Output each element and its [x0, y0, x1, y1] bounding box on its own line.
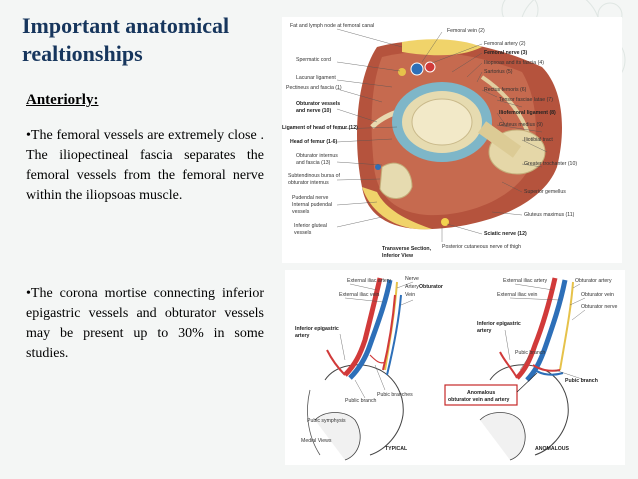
label-obturator-vein-r: Obturator vein	[581, 292, 614, 298]
label-inf-epigastric-artery-l: artery	[295, 333, 310, 339]
label-inf-epigastric-artery-r: artery	[477, 328, 492, 334]
label-lacunar-ligament: Lacunar ligament	[296, 75, 336, 81]
label-iliotibial-tract: Iliotibial tract	[524, 137, 553, 143]
label-obturator-nerve-r: Obturator nerve	[581, 304, 617, 310]
subheading-anteriorly: Anteriorly:	[26, 92, 99, 108]
label-pubic-branch-r2: Pubic branch	[565, 378, 598, 384]
label-anomalous: Anomalous	[467, 390, 495, 396]
label-pubic-branch-r1: Pubic branch	[515, 350, 545, 356]
label-spermatic-cord: Spermatic cord	[296, 57, 331, 63]
label-anomalous-caption: ANOMALOUS	[535, 446, 570, 452]
label-inferior-gluteal: Inferior gluteal	[294, 223, 327, 229]
label-ext-iliac-artery-r: External iliac artery	[503, 278, 548, 284]
label-inf-epigastric-l: Inferior epigastric	[295, 326, 339, 332]
label-pubic-branches-l: Pubic branches	[377, 392, 413, 398]
right-panel-labels: External iliac artery External iliac vei…	[448, 278, 617, 452]
hip-section-illustration: Fat and lymph node at femoral canal Sper…	[282, 23, 577, 259]
label-inf-epigastric-r: Inferior epigastric	[477, 321, 521, 327]
label-public-branch-l: Public branch	[345, 398, 377, 404]
label-vessels: vessels	[292, 209, 310, 215]
corona-mortis-illustration: External iliac artery External iliac vei…	[295, 276, 617, 461]
label-iliofemoral-ligament: Iliofemoral ligament (8)	[499, 110, 556, 116]
label-pubic-symphysis-l: Pubic symphysis	[307, 418, 346, 424]
label-obturator-internus-2: obturator internus	[288, 180, 329, 186]
label-femoral-nerve: Femoral nerve (3)	[484, 50, 528, 56]
label-sciatic-nerve: Sciatic nerve (12)	[484, 231, 527, 237]
label-ext-iliac-vein-l: External iliac vein	[339, 292, 379, 298]
label-gluteus-maximus: Gluteus maximus (11)	[524, 212, 575, 218]
label-posterior-cutaneous-nerve: Posterior cutaneous nerve of thigh	[442, 244, 521, 250]
label-typical: TYPICAL	[385, 446, 408, 452]
paragraph-corona-mortise: •The corona mortise connecting inferior …	[26, 286, 264, 361]
label-obturator-artery-r: Obturator artery	[575, 278, 612, 284]
label-sartorius: Sartorius (5)	[484, 69, 513, 75]
label-vein-l: Vein	[405, 292, 415, 298]
label-caption-line1: Transverse Section,	[382, 246, 432, 252]
label-artery-l: Artery	[405, 284, 419, 290]
left-panel-labels: External iliac artery External iliac vei…	[295, 276, 443, 452]
label-iliopsoas: Iliopsoas and its fascia (4)	[484, 60, 544, 66]
label-rectus-femoris: Rectus femoris (6)	[484, 87, 527, 93]
label-gluteal-vessels: vessels	[294, 230, 312, 236]
label-superior-gemellus: Superior gemellus	[524, 189, 566, 195]
label-tensor-fasciae-latae: Tensor fasciae latae (7)	[499, 97, 553, 103]
label-obturator-vessels: Obturator vessels	[296, 101, 340, 107]
figure-transverse-section-hip: Fat and lymph node at femoral canal Sper…	[282, 17, 622, 263]
label-medial-views: Medial Views	[301, 438, 332, 444]
label-nerve-l: Nerve	[405, 276, 419, 282]
label-obturator-l: Obturator	[419, 284, 443, 290]
label-obturator-internus: Obturator internus	[296, 153, 338, 159]
label-internal-pudendal: Internal pudendal	[292, 202, 332, 208]
label-anomalous-vessels: obturator vein and artery	[448, 397, 510, 403]
label-ext-iliac-artery-l: External iliac artery	[347, 278, 392, 284]
label-femoral-vein: Femoral vein (2)	[447, 28, 485, 34]
label-head-of-femur: Head of femur (1-6)	[290, 139, 338, 145]
label-obturator-fascia: and fascia (13)	[296, 160, 331, 166]
figure-corona-mortis: External iliac artery External iliac vei…	[285, 270, 625, 465]
label-ligament-head-femur: Ligament of head of femur (12)	[282, 125, 358, 131]
label-subtendinous-bursa: Subtendinous bursa of	[288, 173, 340, 179]
right-label-group: Femoral vein (2) Femoral artery (2) Femo…	[382, 28, 577, 259]
slide-title: Important anatomical realtionships	[22, 13, 230, 66]
label-caption-line2: Inferior View	[382, 253, 414, 259]
label-pudendal-nerve: Pudendal nerve	[292, 195, 328, 201]
label-greater-trochanter: Greater trochanter (10)	[524, 161, 577, 167]
label-gluteus-medius: Gluteus medius (9)	[499, 122, 543, 128]
label-ext-iliac-vein-r: External iliac vein	[497, 292, 537, 298]
label-fat-lymph: Fat and lymph node at femoral canal	[290, 23, 374, 29]
paragraph-femoral-vessels: •The femoral vessels are extremely close…	[26, 128, 264, 203]
label-pectineus: Pectineus and fascia (1)	[286, 85, 342, 91]
left-label-group: Fat and lymph node at femoral canal Sper…	[282, 23, 374, 236]
label-femoral-artery: Femoral artery (2)	[484, 41, 526, 47]
label-obturator-nerve: and nerve (10)	[296, 108, 331, 114]
